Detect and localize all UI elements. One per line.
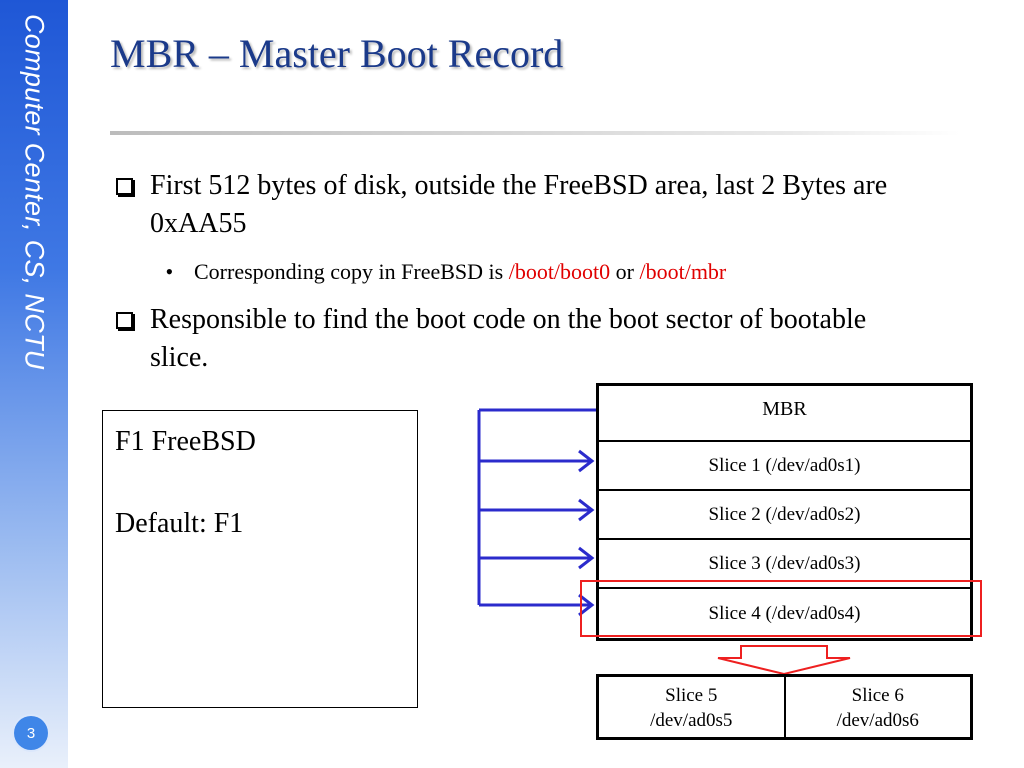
slice-5-name: Slice 5 bbox=[665, 685, 718, 706]
dot-bullet-icon: • bbox=[160, 259, 174, 284]
arrowhead-slice-2 bbox=[578, 498, 595, 522]
bullet-text-1: First 512 bytes of disk, outside the Fre… bbox=[150, 170, 888, 239]
boot-menu-box: F1 FreeBSD Default: F1 bbox=[102, 410, 418, 708]
slice-6-name: Slice 6 bbox=[851, 685, 904, 706]
slice-cell-5: Slice 5 /dev/ad0s5 bbox=[599, 677, 786, 737]
checkbox-bullet-icon bbox=[116, 178, 133, 195]
sub-bullet-path-mbr: /boot/mbr bbox=[639, 259, 727, 284]
slice-6-device: /dev/ad0s6 bbox=[836, 710, 919, 731]
bullet-item-2: Responsible to find the boot code on the… bbox=[112, 301, 912, 377]
title-divider bbox=[110, 131, 960, 135]
boot-menu-option: F1 FreeBSD bbox=[115, 426, 256, 457]
arrow-lines bbox=[477, 408, 596, 617]
expand-down-arrow-icon bbox=[717, 645, 851, 676]
slide-title: MBR – Master Boot Record bbox=[110, 31, 564, 76]
sidebar-band bbox=[0, 0, 68, 768]
bullet-text-2: Responsible to find the boot code on the… bbox=[150, 304, 867, 373]
slice-row-2: Slice 2 (/dev/ad0s2) bbox=[599, 491, 970, 540]
arrowhead-slice-1 bbox=[578, 449, 595, 473]
slice-row-3: Slice 3 (/dev/ad0s3) bbox=[599, 540, 970, 589]
bullet-item-1: First 512 bytes of disk, outside the Fre… bbox=[112, 167, 912, 243]
sub-bullet-prefix: Corresponding copy in FreeBSD is bbox=[194, 259, 509, 284]
arrowhead-slice-4 bbox=[578, 593, 595, 617]
slice-5-device: /dev/ad0s5 bbox=[650, 710, 733, 731]
checkbox-bullet-icon bbox=[116, 312, 133, 329]
boot-menu-default: Default: F1 bbox=[115, 508, 244, 539]
sub-bullet: • Corresponding copy in FreeBSD is /boot/… bbox=[160, 258, 727, 286]
sub-bullet-path-boot0: /boot/boot0 bbox=[508, 259, 611, 284]
slice-cell-6: Slice 6 /dev/ad0s6 bbox=[786, 677, 971, 737]
extended-partition-table: Slice 5 /dev/ad0s5 Slice 6 /dev/ad0s6 bbox=[596, 674, 973, 740]
slice-row-4: Slice 4 (/dev/ad0s4) bbox=[708, 602, 861, 624]
sidebar-title: Computer Center, CS, NCTU bbox=[19, 14, 50, 370]
mbr-row: MBR bbox=[599, 386, 970, 442]
arrowhead-slice-3 bbox=[578, 546, 595, 570]
mbr-partition-table: MBR Slice 1 (/dev/ad0s1) Slice 2 (/dev/a… bbox=[596, 383, 973, 641]
page-number-badge: 3 bbox=[14, 716, 48, 750]
slice-4-highlight bbox=[580, 580, 982, 637]
sub-bullet-connector: or bbox=[610, 259, 640, 284]
slice-row-1: Slice 1 (/dev/ad0s1) bbox=[599, 442, 970, 491]
